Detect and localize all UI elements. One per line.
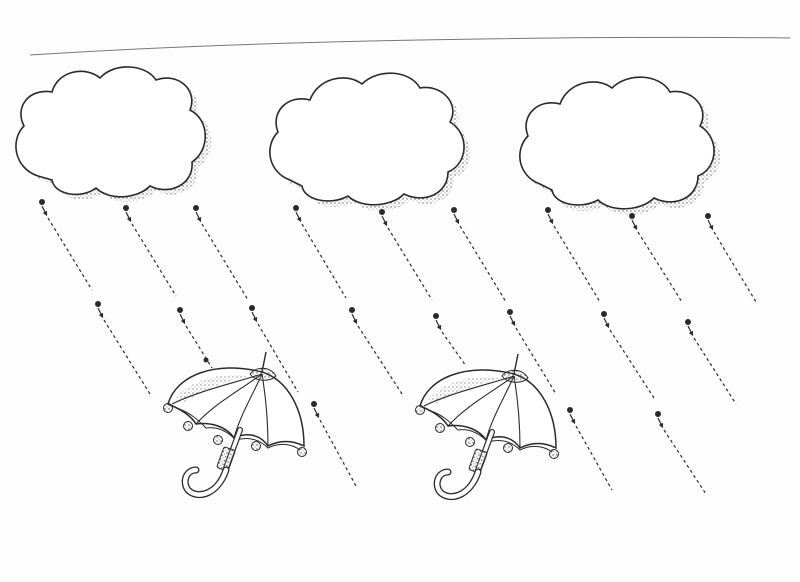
trace-line[interactable] bbox=[601, 311, 655, 399]
cloud-middle bbox=[269, 72, 471, 211]
trace-line[interactable] bbox=[545, 207, 601, 303]
trace-line[interactable] bbox=[311, 401, 357, 487]
rain-trace-lines bbox=[39, 199, 757, 495]
umbrella-left bbox=[163, 351, 307, 498]
trace-line[interactable] bbox=[349, 307, 403, 395]
cloud-left bbox=[15, 66, 212, 202]
trace-line[interactable] bbox=[177, 307, 213, 369]
trace-line[interactable] bbox=[249, 305, 299, 393]
trace-line[interactable] bbox=[39, 199, 93, 291]
trace-line[interactable] bbox=[293, 205, 347, 299]
trace-line[interactable] bbox=[379, 209, 433, 301]
trace-line[interactable] bbox=[451, 207, 507, 303]
trace-line[interactable] bbox=[203, 357, 209, 363]
trace-line[interactable] bbox=[567, 407, 613, 491]
cloud-right bbox=[519, 76, 721, 215]
trace-line[interactable] bbox=[433, 313, 467, 367]
umbrella-right bbox=[415, 353, 559, 500]
page-edge-line bbox=[29, 36, 791, 56]
trace-line[interactable] bbox=[629, 213, 683, 303]
trace-line[interactable] bbox=[655, 411, 707, 495]
trace-line[interactable] bbox=[507, 309, 557, 395]
trace-line[interactable] bbox=[123, 205, 177, 297]
trace-line[interactable] bbox=[685, 319, 737, 405]
trace-line[interactable] bbox=[95, 301, 151, 395]
trace-line[interactable] bbox=[193, 205, 249, 301]
trace-line[interactable] bbox=[705, 213, 757, 303]
